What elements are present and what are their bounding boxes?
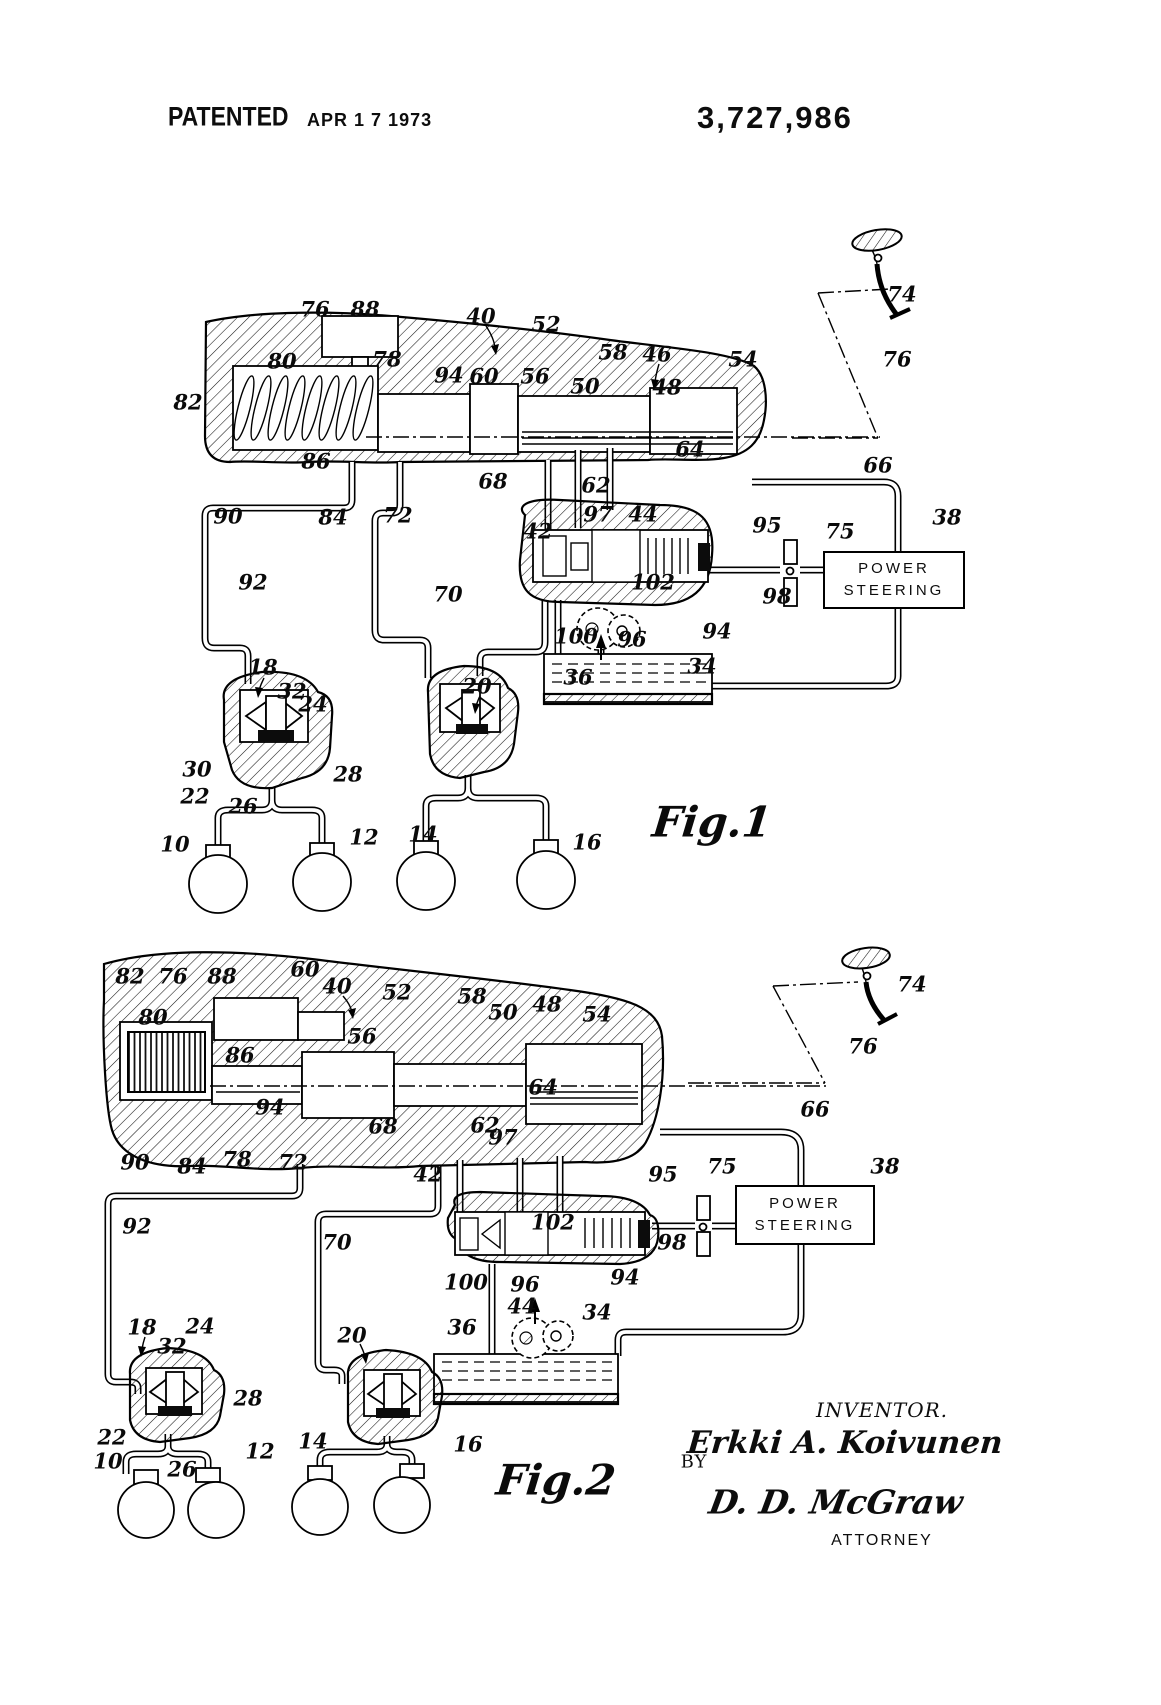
fig1-drawing — [189, 226, 910, 913]
fig1-caption: Fig.1 — [650, 798, 774, 847]
patent-date: APR 1 7 1973 — [307, 110, 432, 131]
power-steering-line2: STEERING — [755, 1215, 856, 1237]
by-label: BY — [681, 1452, 708, 1473]
fig2-caption: Fig.2 — [494, 1456, 618, 1505]
power-steering-line1: POWER — [858, 558, 930, 580]
power-steering-box-fig1: POWER STEERING — [823, 551, 965, 609]
inventor-label: INVENTOR. — [816, 1398, 948, 1422]
header: PATENTED APR 1 7 1973 — [168, 104, 432, 133]
power-steering-box-fig2: POWER STEERING — [735, 1185, 875, 1245]
attorney-label: ATTORNEY — [831, 1532, 933, 1550]
patented-label: PATENTED — [168, 102, 289, 133]
power-steering-line1: POWER — [769, 1193, 841, 1215]
patent-number: 3,727,986 — [697, 100, 853, 136]
attorney-signature: D. D. McGraw — [706, 1483, 966, 1522]
inventor-name: Erkki A. Koivunen — [686, 1425, 1004, 1461]
power-steering-line2: STEERING — [844, 580, 945, 602]
